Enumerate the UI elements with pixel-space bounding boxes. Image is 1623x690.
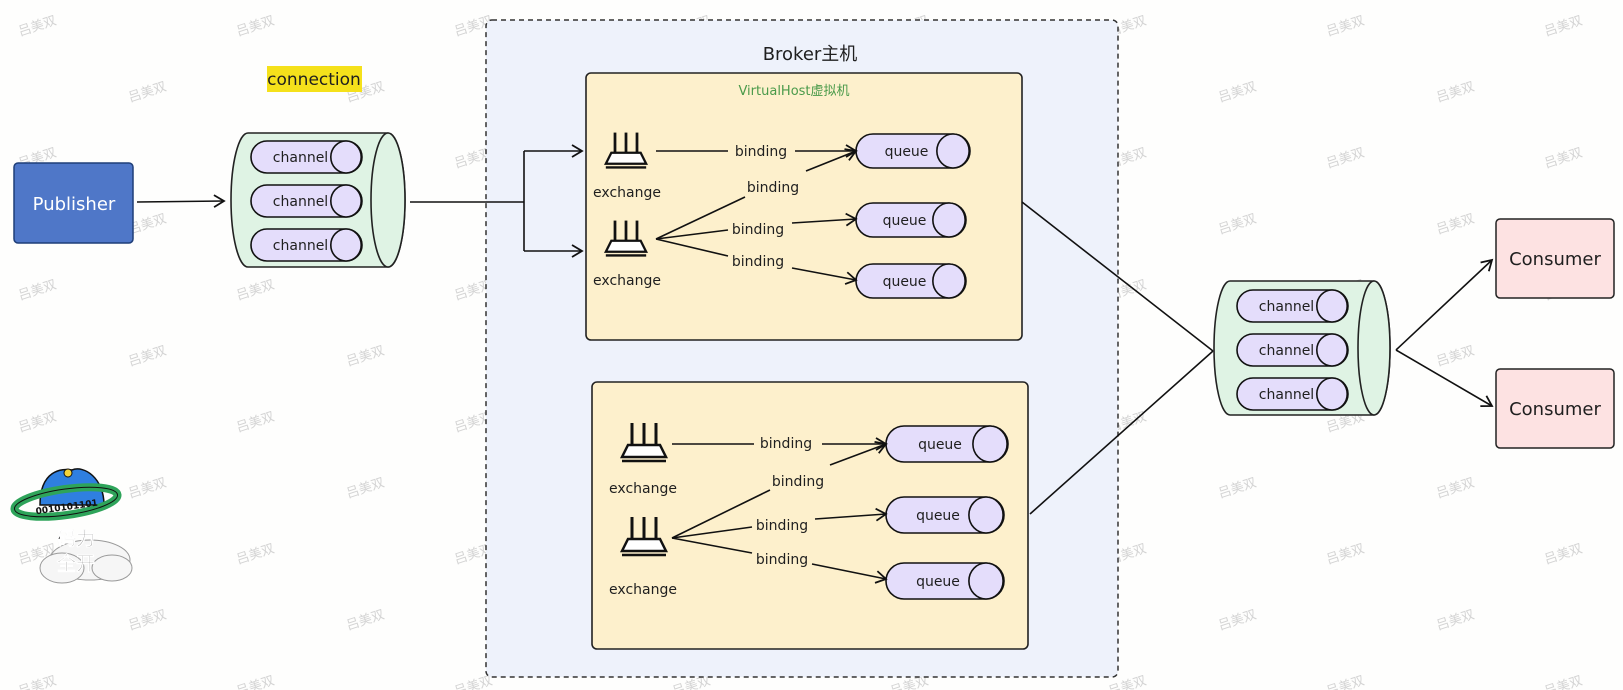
watermark-text: 吕美双 — [345, 475, 387, 501]
publisher-label: Publisher — [33, 194, 116, 215]
watermark-text: 吕美双 — [1435, 475, 1477, 501]
watermark-text: 吕美双 — [1543, 145, 1585, 171]
watermark-text: 吕美双 — [17, 13, 59, 39]
exchange-node[interactable]: exchange — [593, 219, 661, 289]
watermark-text: 吕美双 — [235, 673, 277, 690]
watermark-text: 吕美双 — [1543, 541, 1585, 567]
watermark-text: 吕美双 — [1435, 343, 1477, 369]
watermark-text: 吕美双 — [1543, 673, 1585, 690]
queue-label: queue — [883, 274, 927, 290]
binding-label: binding — [747, 180, 799, 196]
consumer-label: Consumer — [1509, 249, 1601, 270]
binding-label: binding — [756, 518, 808, 534]
watermark-text: 吕美双 — [1325, 13, 1367, 39]
binding-label: binding — [732, 254, 784, 270]
watermark-text: 吕美双 — [1435, 211, 1477, 237]
queue-label: queue — [883, 213, 927, 229]
binding-label: binding — [756, 552, 808, 568]
exchange-label: exchange — [609, 582, 677, 598]
watermark-text: 吕美双 — [127, 343, 169, 369]
watermark-text: 吕美双 — [17, 673, 59, 690]
consumer-node-2[interactable]: Consumer — [1495, 368, 1615, 449]
watermark-text: 吕美双 — [127, 607, 169, 633]
queue-label: queue — [885, 144, 929, 160]
channel: channel — [1236, 289, 1349, 323]
watermark-text: 吕美双 — [1435, 79, 1477, 105]
queue: queue — [855, 133, 971, 169]
watermark-text: 吕美双 — [1543, 13, 1585, 39]
channel-label: channel — [273, 150, 328, 166]
watermark-text: 吕美双 — [235, 13, 277, 39]
watermark-text: 吕美双 — [1325, 145, 1367, 171]
watermark-text: 吕美双 — [1217, 211, 1259, 237]
connection-label: connection — [267, 70, 361, 90]
queue: queue — [885, 425, 1009, 463]
watermark-text: 吕美双 — [345, 343, 387, 369]
channel-label: channel — [273, 238, 328, 254]
watermark-text: 吕美双 — [235, 277, 277, 303]
watermark-text: 吕美双 — [235, 409, 277, 435]
channel-label: channel — [1259, 387, 1314, 403]
watermark-text: 吕美双 — [127, 475, 169, 501]
channel: channel — [250, 140, 363, 174]
watermark-text: 吕美双 — [1217, 79, 1259, 105]
exchange-label: exchange — [609, 481, 677, 497]
watermark-text: 吕美双 — [17, 277, 59, 303]
watermark-text: 吕美双 — [1325, 541, 1367, 567]
channel: channel — [1236, 377, 1349, 411]
watermark-text: 吕美双 — [1325, 673, 1367, 690]
binding-label: binding — [732, 222, 784, 238]
channel: channel — [1236, 333, 1349, 367]
queue-label: queue — [916, 574, 960, 590]
watermark-text: 吕美双 — [235, 541, 277, 567]
channel-label: channel — [1259, 299, 1314, 315]
queue: queue — [855, 202, 967, 238]
queue-label: queue — [916, 508, 960, 524]
logo-text-line1: 码力 — [57, 527, 95, 550]
vhost-title: VirtualHost虚拟机 — [738, 84, 849, 99]
watermark-text: 吕美双 — [345, 607, 387, 633]
binding-label: binding — [735, 144, 787, 160]
watermark-text: 吕美双 — [17, 409, 59, 435]
consumer-node-1[interactable]: Consumer — [1495, 218, 1615, 299]
logo-text-line2: 全开 — [56, 552, 95, 575]
queue: queue — [885, 562, 1005, 600]
exchange-node[interactable]: exchange — [609, 515, 677, 598]
watermark-text: 吕美双 — [1435, 607, 1477, 633]
connector-lines — [136, 144, 1494, 584]
exchange-label: exchange — [593, 185, 661, 201]
watermark-text: 吕美双 — [453, 673, 495, 690]
exchange-label: exchange — [593, 273, 661, 289]
watermark-text: 吕美双 — [127, 79, 169, 105]
binding-label: binding — [760, 436, 812, 452]
channel-label: channel — [1259, 343, 1314, 359]
exchange-node[interactable]: exchange — [593, 131, 661, 201]
watermark-text: 吕美双 — [1217, 475, 1259, 501]
channel-label: channel — [273, 194, 328, 210]
channel: channel — [250, 184, 363, 218]
connection-highlight — [267, 66, 362, 92]
watermark-text: 吕美双 — [1217, 607, 1259, 633]
channel: channel — [250, 228, 363, 262]
brand-logo: 0010101101 码力 全开 — [10, 468, 133, 584]
broker-title: Broker主机 — [763, 44, 858, 65]
publisher-node[interactable]: Publisher — [13, 162, 134, 244]
binding-label: binding — [772, 474, 824, 490]
consumer-label: Consumer — [1509, 399, 1601, 420]
exchange-node[interactable]: exchange — [609, 421, 677, 497]
queue-label: queue — [918, 437, 962, 453]
queue: queue — [855, 263, 967, 299]
queue: queue — [885, 496, 1005, 534]
